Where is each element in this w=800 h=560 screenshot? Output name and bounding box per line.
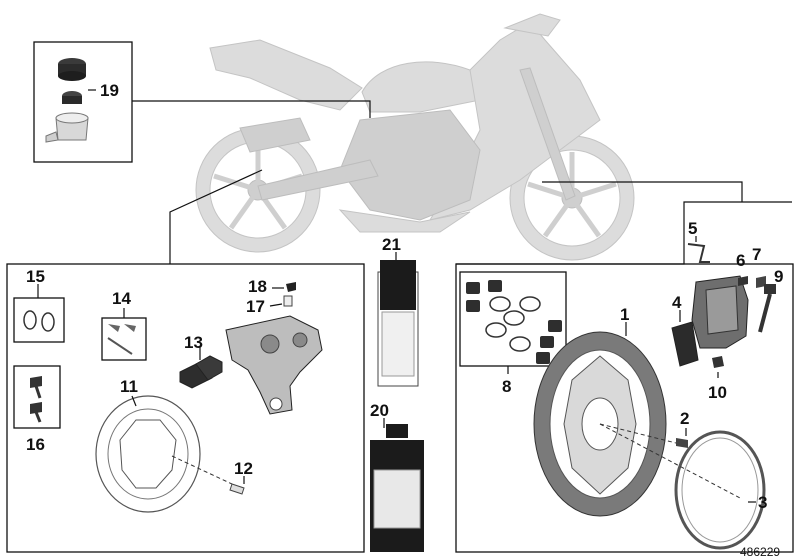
callout-12: 12 bbox=[234, 459, 253, 478]
callout-15: 15 bbox=[26, 267, 45, 286]
callout-10: 10 bbox=[708, 383, 727, 402]
front-brake-inset: 8 1 2 3 4 5 6 bbox=[455, 181, 794, 553]
callout-9: 9 bbox=[774, 267, 783, 286]
callout-1: 1 bbox=[620, 305, 629, 324]
callout-13: 13 bbox=[184, 333, 203, 352]
callout-17: 17 bbox=[246, 297, 265, 316]
callout-6: 6 bbox=[736, 251, 745, 270]
callout-18: 18 bbox=[248, 277, 267, 296]
motorcycle-illustration bbox=[195, 13, 635, 261]
callout-8: 8 bbox=[502, 377, 511, 396]
rear-brake-disc bbox=[95, 395, 201, 513]
callout-7: 7 bbox=[752, 245, 761, 264]
callout-11: 11 bbox=[120, 377, 138, 396]
spray-can: 21 bbox=[377, 235, 419, 387]
reservoir-inset: 19 bbox=[33, 41, 133, 163]
callout-21: 21 bbox=[382, 235, 401, 254]
callout-4: 4 bbox=[672, 293, 682, 312]
document-number: 486229 bbox=[740, 545, 780, 559]
callout-3: 3 bbox=[758, 493, 767, 512]
callout-20: 20 bbox=[370, 401, 389, 420]
callout-2: 2 bbox=[680, 409, 689, 428]
callout-19: 19 bbox=[100, 81, 119, 100]
brake-fluid-bottle: 20 bbox=[370, 401, 424, 552]
callout-16: 16 bbox=[26, 435, 45, 454]
rear-brake-inset: 15 16 14 13 18 17 bbox=[6, 263, 365, 553]
callout-14: 14 bbox=[112, 289, 131, 308]
callout-5: 5 bbox=[688, 219, 697, 238]
